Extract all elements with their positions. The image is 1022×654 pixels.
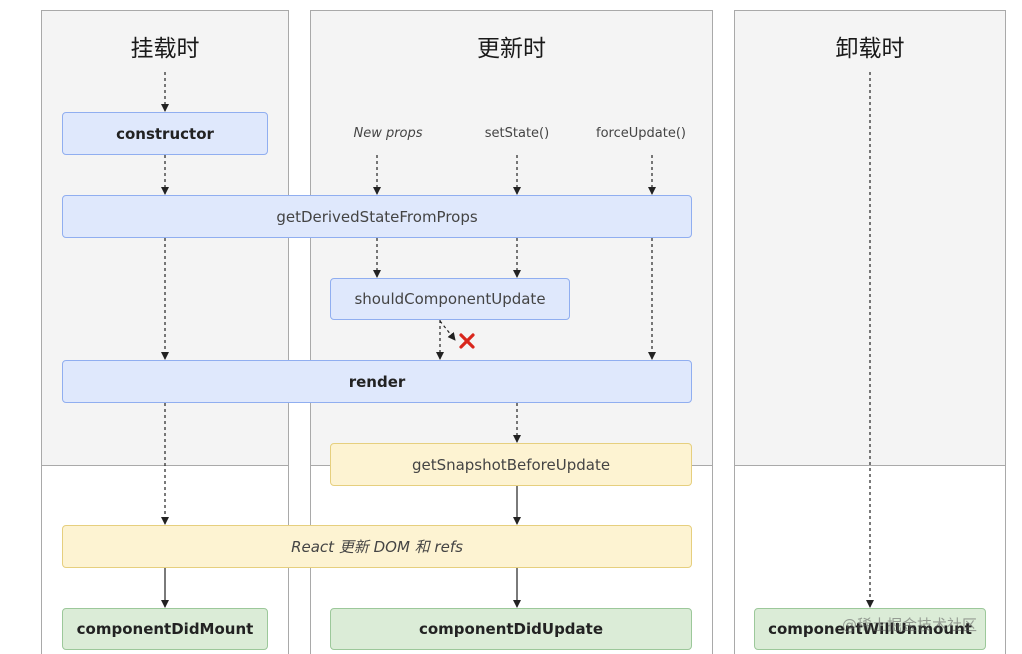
should-component-update-box: shouldComponentUpdate	[330, 278, 570, 320]
cancel-x-icon	[459, 333, 475, 349]
component-will-unmount-box: componentWillUnmount	[754, 608, 986, 650]
render-box: render	[62, 360, 692, 403]
constructor-box: constructor	[62, 112, 268, 155]
watermark-text: @稀土掘金技术社区	[842, 616, 978, 634]
trigger-force-update: forceUpdate()	[596, 126, 686, 141]
get-snapshot-box: getSnapshotBeforeUpdate	[330, 443, 692, 486]
unmount-column-title: 卸载时	[835, 36, 905, 62]
trigger-new-props: New props	[353, 126, 423, 141]
arrow-scu-cancel	[439, 320, 456, 341]
react-update-dom-box: React 更新 DOM 和 refs	[62, 525, 692, 568]
trigger-set-state: setState()	[484, 126, 550, 141]
get-derived-state-box: getDerivedStateFromProps	[62, 195, 692, 238]
mount-column-title: 挂载时	[130, 36, 200, 62]
update-column-title: 更新时	[477, 36, 546, 62]
component-did-mount-box: componentDidMount	[62, 608, 268, 650]
component-did-update-box: componentDidUpdate	[330, 608, 692, 650]
